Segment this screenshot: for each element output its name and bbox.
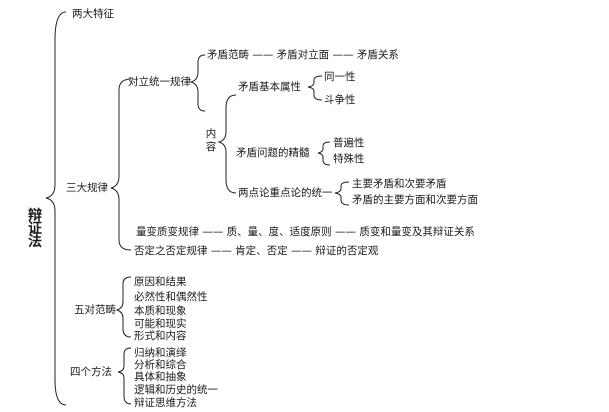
three-laws-label: 三大规律 — [66, 182, 108, 194]
root-label: 辩证法 — [28, 208, 42, 250]
four-methods-item: 归纳和演绎 — [134, 347, 187, 359]
two-features-label: 两大特征 — [72, 8, 114, 20]
identity-item: 同一性 — [324, 71, 356, 83]
particularity-item: 特殊性 — [333, 153, 365, 165]
content-label: 内容 — [205, 128, 217, 153]
negation-of-negation-law: 否定之否定规律 —— 肯定、否定 —— 辩证的否定观 — [134, 245, 379, 257]
four-methods-item: 逻辑和历史的统一 — [134, 384, 218, 396]
root-bracket — [45, 11, 67, 406]
essence-label: 矛盾问题的精髓 — [236, 147, 310, 159]
four-methods-label: 四个方法 — [70, 366, 112, 378]
attributes-bracket — [307, 75, 323, 101]
principal-aspect-item: 矛盾的主要方面和次要方面 — [352, 194, 478, 206]
contradiction-category-line: 矛盾范畴 —— 矛盾对立面 —— 矛盾关系 — [207, 49, 399, 61]
two-point-bracket — [334, 181, 350, 206]
five-categories-item: 可能和现实 — [134, 318, 187, 330]
four-methods-item: 具体和抽象 — [134, 371, 187, 383]
five-categories-item: 本质和现象 — [134, 305, 187, 317]
five-categories-bracket — [115, 276, 132, 338]
principal-contradiction-item: 主要矛盾和次要矛盾 — [352, 178, 447, 190]
five-categories-item: 必然性和偶然性 — [134, 291, 208, 303]
unity-bracket — [189, 54, 206, 112]
five-categories-label: 五对范畴 — [74, 304, 116, 316]
unity-of-opposites-label: 对立统一规律 — [128, 76, 191, 88]
essence-bracket — [317, 141, 331, 166]
struggle-item: 斗争性 — [324, 94, 356, 106]
four-methods-item: 辩证思维方法 — [134, 397, 197, 409]
four-methods-bracket — [117, 347, 132, 405]
content-bracket — [217, 94, 237, 194]
universality-item: 普遍性 — [333, 137, 365, 149]
four-methods-item: 分析和综合 — [134, 359, 187, 371]
five-categories-item: 原因和结果 — [134, 276, 187, 288]
basic-attributes-label: 矛盾基本属性 — [238, 81, 301, 93]
three-laws-bracket — [110, 78, 132, 251]
two-point-theory-label: 两点论重点论的统一 — [238, 187, 333, 199]
five-categories-item: 形式和内容 — [134, 330, 187, 342]
quantity-quality-law: 量变质变规律 —— 质、量、度、适度原则 —— 质变和量变及其辩证关系 — [136, 226, 475, 238]
